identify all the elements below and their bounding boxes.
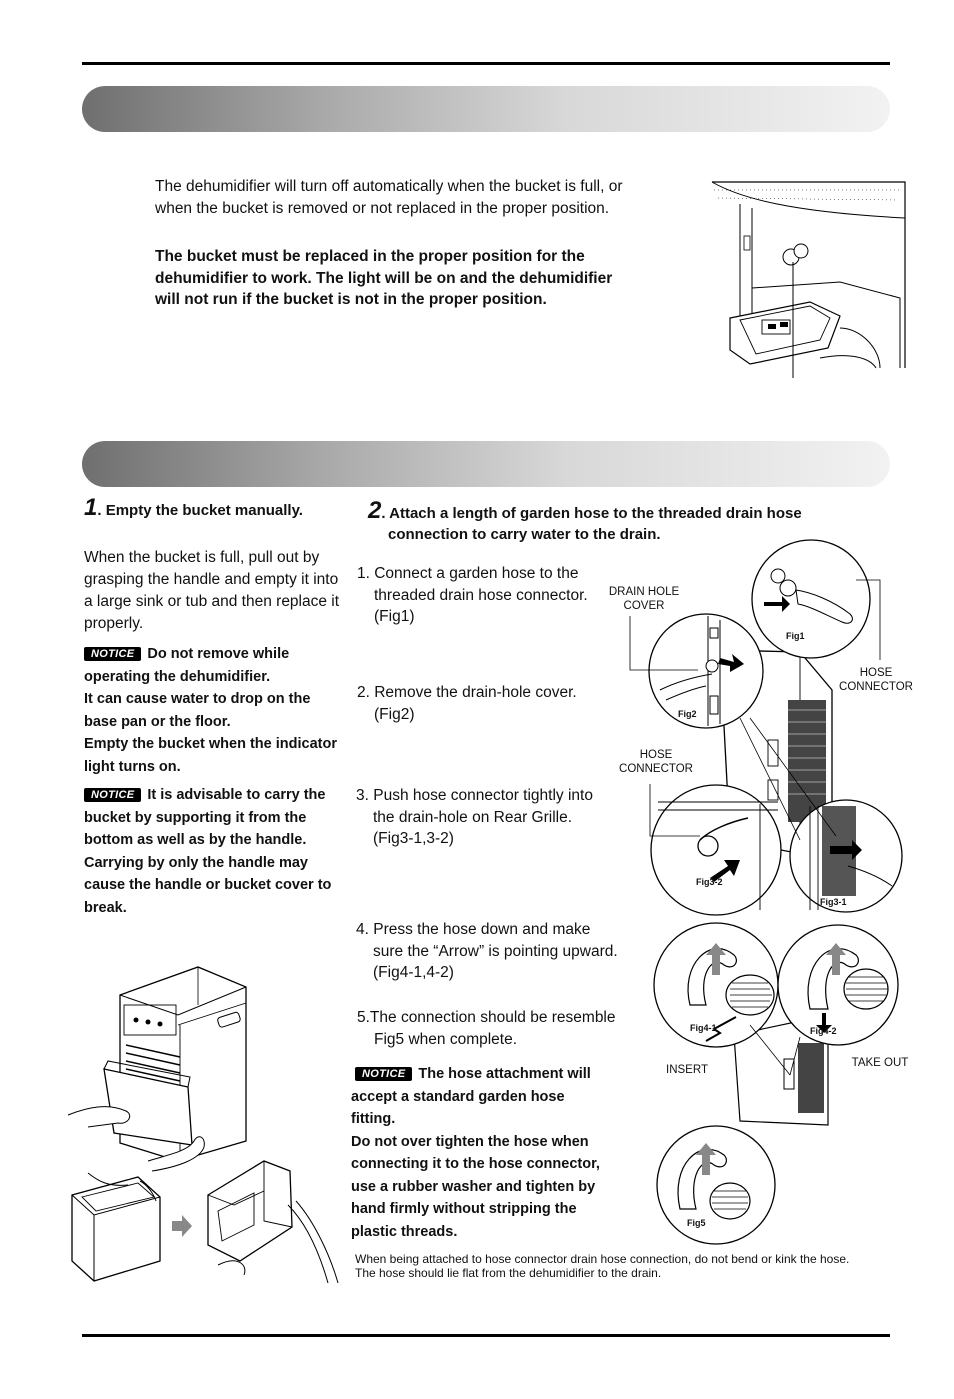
step1-notice-2: NOTICE It is advisable to carry the bucke… bbox=[84, 784, 354, 919]
bottom-rule bbox=[82, 1334, 890, 1337]
fig4-2-tag: Fig4-2 bbox=[810, 1026, 837, 1036]
fig4-1-tag: Fig4-1 bbox=[690, 1023, 717, 1033]
item-line: (Fig4-1,4-2) bbox=[373, 964, 454, 981]
item-line: threaded drain hose connector. bbox=[374, 586, 588, 604]
hose-connector-label-left: HOSE CONNECTOR bbox=[614, 748, 698, 776]
section-header-band-1 bbox=[82, 86, 890, 132]
footnote-line: When being attached to hose connector dr… bbox=[355, 1252, 850, 1266]
item-line: Fig5 when complete. bbox=[374, 1030, 518, 1048]
item-line: (Fig2) bbox=[374, 705, 415, 723]
step2-item-5: 5.The connection should be resemble Fig5… bbox=[357, 1007, 616, 1050]
top-rule bbox=[82, 62, 890, 65]
fig3-2-tag: Fig3-2 bbox=[696, 877, 723, 887]
notice-line: hand firmly without stripping the bbox=[351, 1201, 577, 1217]
bucket-warning-paragraph: The bucket must be replaced in the prope… bbox=[155, 248, 613, 308]
item-line: 2. Remove the drain-hole cover. bbox=[357, 684, 577, 701]
step1-title: . Empty the bucket manually. bbox=[97, 502, 303, 519]
fig1-tag: Fig1 bbox=[786, 631, 805, 641]
notice1-line: It can cause water to drop on the bbox=[84, 691, 311, 707]
notice2-line: bottom as well as by the handle. bbox=[84, 832, 307, 848]
empty-bucket-illustration bbox=[67, 966, 339, 1284]
label-line: DRAIN HOLE bbox=[608, 586, 680, 598]
step2-item-4: 4. Press the hose down and make sure the… bbox=[356, 919, 618, 984]
section-header-band-2 bbox=[82, 441, 890, 487]
notice-badge: NOTICE bbox=[84, 647, 142, 661]
bucket-position-illustration bbox=[711, 181, 906, 378]
step2-title: . Attach a length of garden hose to the … bbox=[381, 505, 802, 543]
fig2-tag: Fig2 bbox=[678, 709, 697, 719]
item-line: 3. Push hose connector tightly into bbox=[356, 787, 593, 804]
auto-off-paragraph: The dehumidifier will turn off automatic… bbox=[155, 178, 623, 217]
take-out-label: TAKE OUT bbox=[851, 1057, 909, 1069]
notice1-line: Do not remove while bbox=[147, 646, 290, 662]
notice-line: use a rubber washer and tighten by bbox=[351, 1178, 596, 1195]
item-line: 4. Press the hose down and make bbox=[356, 921, 591, 938]
notice-badge: NOTICE bbox=[84, 788, 142, 802]
hose-direction-figures bbox=[653, 922, 899, 1245]
item-line: (Fig3-1,3-2) bbox=[373, 830, 454, 847]
notice-line: connecting it to the hose connector, bbox=[351, 1156, 600, 1172]
label-line: HOSE bbox=[859, 667, 893, 679]
notice2-line: break. bbox=[84, 899, 127, 916]
step2-item-1: 1. Connect a garden hose to the threaded… bbox=[357, 563, 588, 628]
item-line: (Fig1) bbox=[374, 608, 415, 625]
step1-notice-1: NOTICE Do not remove while operating the … bbox=[84, 643, 354, 778]
drain-hole-cover-label: DRAIN HOLE COVER bbox=[602, 585, 686, 613]
footnote-line: The hose should lie flat from the dehumi… bbox=[355, 1266, 662, 1280]
step1-number: 1 bbox=[84, 494, 98, 521]
step2-item-2: 2. Remove the drain-hole cover. (Fig2) bbox=[357, 682, 577, 725]
label-line: COVER bbox=[623, 600, 665, 612]
step1-body: When the bucket is full, pull out by gra… bbox=[84, 549, 340, 632]
notice1-line: operating the dehumidifier. bbox=[84, 668, 271, 685]
notice2-line: cause the handle or bucket cover to bbox=[84, 877, 332, 893]
insert-label: INSERT bbox=[666, 1064, 708, 1076]
item-line: the drain-hole on Rear Grille. bbox=[373, 808, 573, 826]
fig3-1-tag: Fig3-1 bbox=[820, 897, 847, 907]
fig5-circle bbox=[656, 1125, 776, 1245]
notice-line: Do not over tighten the hose when bbox=[351, 1133, 589, 1150]
notice-line: The hose attachment will bbox=[418, 1066, 591, 1082]
label-line: HOSE bbox=[639, 749, 673, 761]
step1-heading: 1. Empty the bucket manually. bbox=[84, 494, 303, 522]
fig4-2-circle bbox=[777, 924, 899, 1046]
notice2-line: bucket by supporting it from the bbox=[84, 809, 307, 826]
step2-number: 2 bbox=[368, 497, 382, 524]
notice2-line: Carrying by only the handle may bbox=[84, 854, 308, 871]
notice-line: fitting. bbox=[351, 1111, 396, 1127]
notice1-line: base pan or the floor. bbox=[84, 713, 231, 730]
hose-connection-figures bbox=[629, 539, 903, 916]
hose-footnote: When being attached to hose connector dr… bbox=[355, 1252, 849, 1280]
fig5-tag: Fig5 bbox=[687, 1218, 706, 1228]
hose-connector-label-right: HOSE CONNECTOR bbox=[834, 666, 918, 694]
notice1-line: light turns on. bbox=[84, 758, 181, 775]
step2-item-3: 3. Push hose connector tightly into the … bbox=[356, 785, 593, 850]
notice1-line: Empty the bucket when the indicator bbox=[84, 736, 337, 752]
notice2-line: It is advisable to carry the bbox=[147, 787, 326, 803]
notice-badge: NOTICE bbox=[355, 1067, 413, 1081]
label-line: CONNECTOR bbox=[619, 763, 693, 775]
step2-heading: 2. Attach a length of garden hose to the… bbox=[368, 497, 878, 545]
step2-notice: NOTICE The hose attachment will accept a … bbox=[351, 1063, 631, 1243]
label-line: CONNECTOR bbox=[839, 681, 913, 693]
fig2-circle bbox=[648, 613, 764, 729]
notice-line: accept a standard garden hose bbox=[351, 1088, 565, 1105]
notice-line: plastic threads. bbox=[351, 1223, 458, 1240]
item-line: 1. Connect a garden hose to the bbox=[357, 565, 579, 582]
item-line: sure the “Arrow” is pointing upward. bbox=[373, 942, 618, 960]
item-line: 5.The connection should be resemble bbox=[357, 1009, 616, 1026]
